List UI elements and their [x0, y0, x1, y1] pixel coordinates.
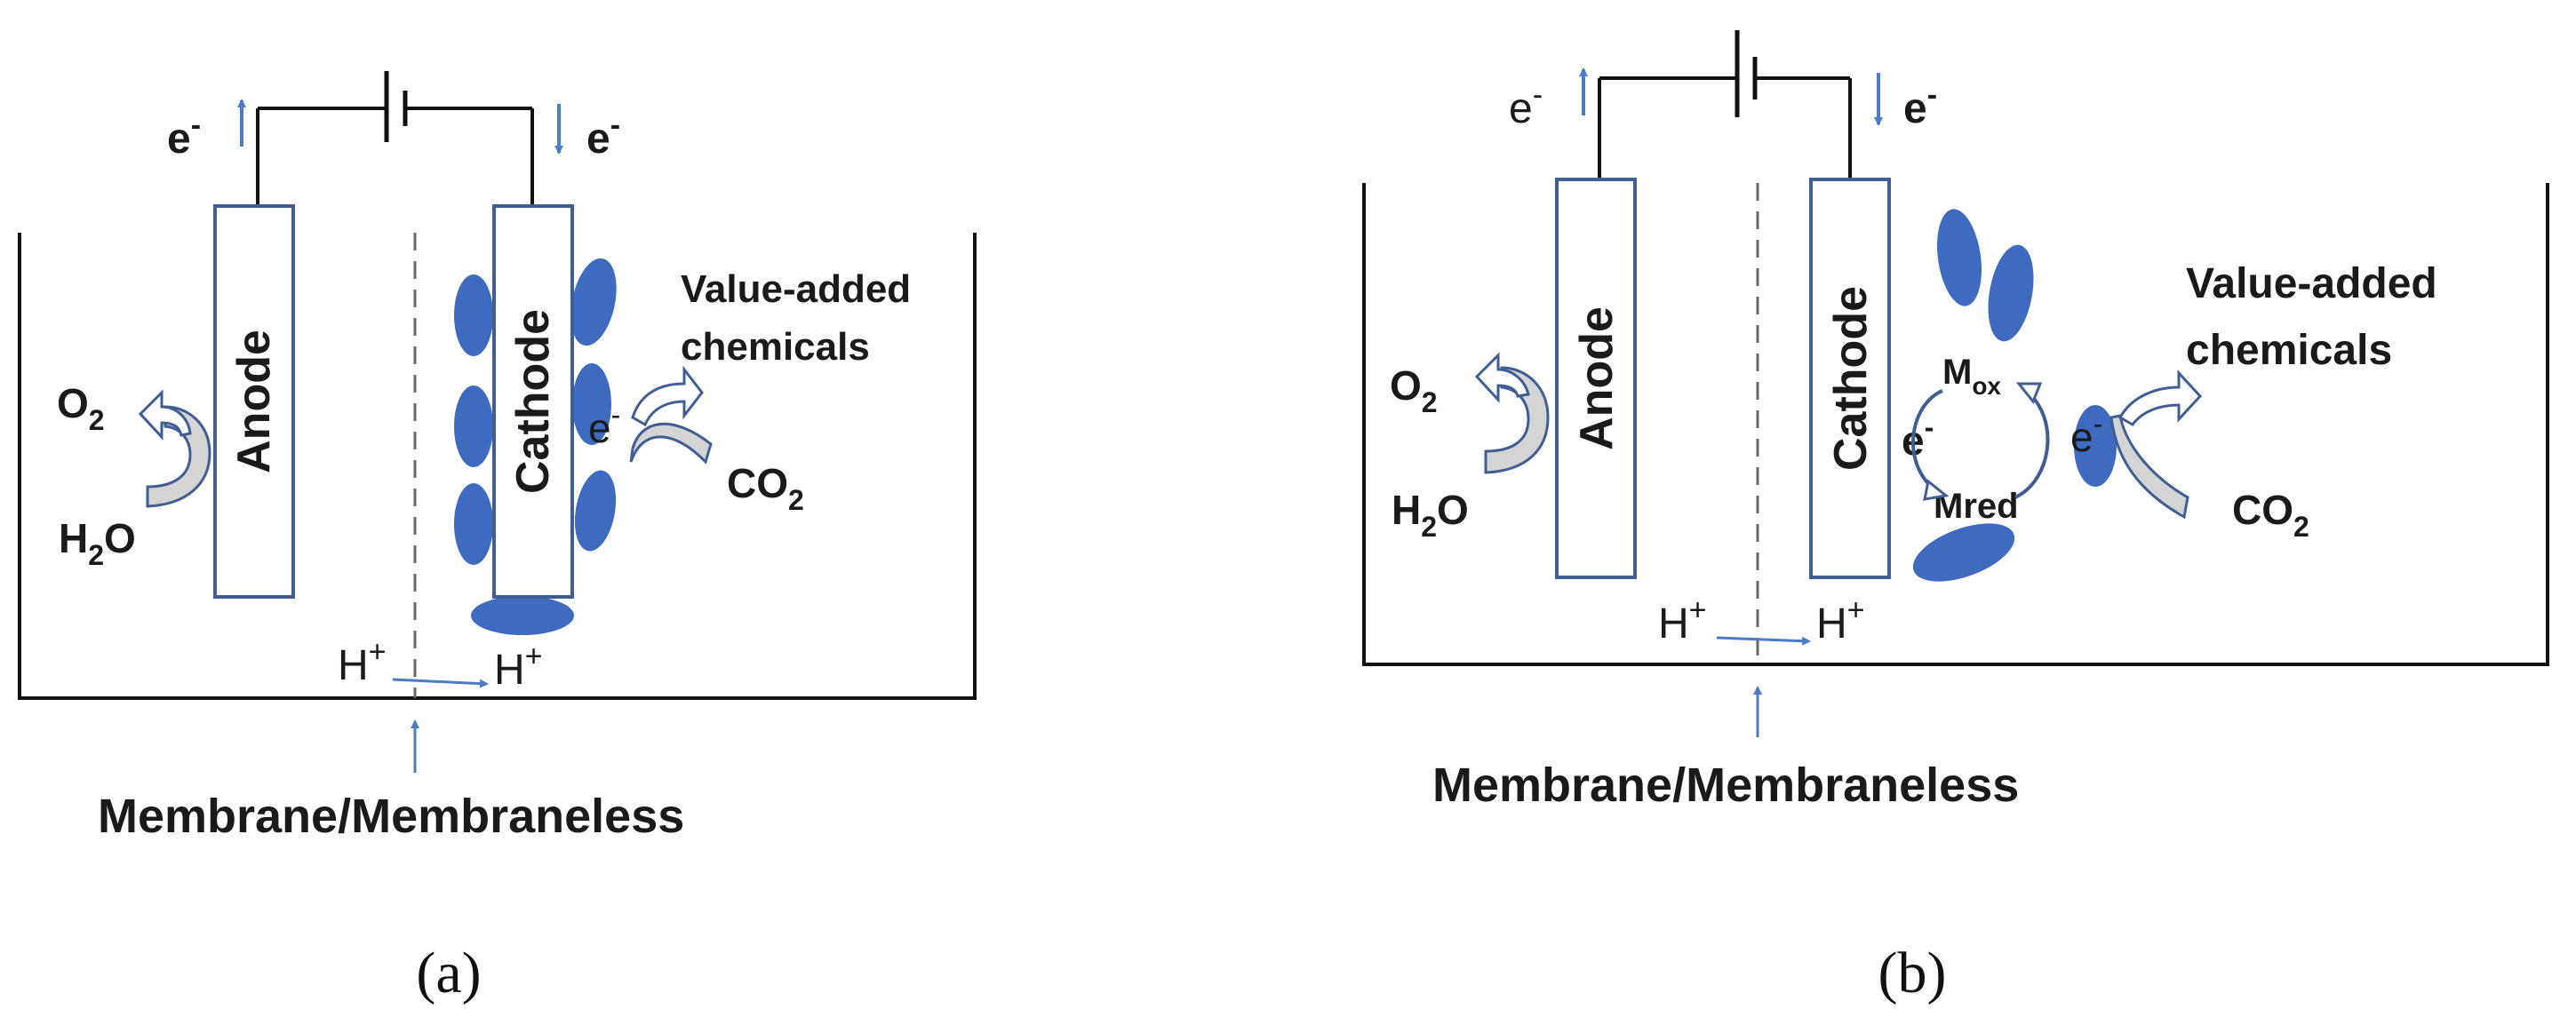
caption-b: (b) — [1878, 941, 1947, 1005]
h2o-label: H2O — [1392, 487, 1469, 543]
proton-label-right: H+ — [1816, 593, 1865, 648]
co2-reduction-arrow — [2109, 414, 2189, 520]
cell-electron-label: e- — [2070, 408, 2102, 460]
microbial-cells — [1912, 209, 2117, 582]
electrolyte-tank — [18, 233, 977, 700]
membrane-label: Membrane/Membraneless — [1432, 759, 2019, 812]
membrane-label: Membrane/Membraneless — [98, 790, 684, 843]
mediator-reduction-arrowhead — [1923, 479, 1950, 501]
microbial-cells — [454, 258, 617, 635]
co2-label: CO2 — [2232, 487, 2309, 543]
proton-transfer-arrow — [1716, 636, 1811, 646]
mediator-oxidation-arrow — [2014, 389, 2050, 499]
co2-reduction-arrowhead — [631, 365, 704, 427]
proton-label-left: H+ — [1658, 593, 1707, 648]
panel-a: e- e- Anode Cathode Value-added chemical… — [18, 71, 977, 1005]
anode-label: Anode — [1571, 306, 1623, 450]
external-circuit — [256, 107, 534, 206]
co2-reduction-arrowhead — [2117, 369, 2203, 426]
cathode-label: Cathode — [507, 309, 559, 494]
value-added-label: Value-added chemicals — [2186, 260, 2449, 374]
proton-label-right: H+ — [494, 640, 543, 694]
proton-label-left: H+ — [338, 635, 387, 689]
anode-electrode — [1555, 178, 1637, 579]
electron-label-right: e- — [1903, 78, 1937, 132]
m-ox-label: Mox — [1942, 353, 2001, 400]
co2-label: CO2 — [727, 460, 804, 516]
mediator-reduction-arrow — [1911, 389, 1943, 492]
water-oxidation-arrowhead — [138, 389, 192, 441]
cathode-electron-label: e- — [588, 399, 620, 451]
anode-electrode — [213, 204, 295, 599]
water-oxidation-arrow — [1484, 366, 1550, 474]
electron-label-left: e- — [1509, 78, 1543, 132]
mediator-oxidation-arrowhead — [2015, 382, 2043, 404]
external-circuit — [1598, 76, 1852, 179]
cathode-electrode — [492, 204, 574, 599]
o2-label: O2 — [1390, 362, 1438, 418]
proton-transfer-arrow — [392, 678, 489, 688]
m-red-label: Mred — [1934, 487, 2019, 526]
electron-label-right: e- — [586, 108, 620, 163]
water-oxidation-arrowhead — [1474, 352, 1530, 403]
electron-label-left: e- — [167, 108, 201, 163]
electrolyte-tank — [1362, 183, 2549, 666]
cathode-label: Cathode — [1825, 286, 1877, 471]
h2o-label: H2O — [59, 515, 136, 571]
value-added-label: Value-added chemicals — [681, 267, 921, 369]
co2-reduction-arrow — [629, 422, 713, 465]
panel-b: e- e- Anode Cathode Mox e- Mred e- Value… — [1362, 30, 2549, 1005]
o2-label: O2 — [57, 380, 105, 436]
caption-a: (a) — [416, 941, 481, 1005]
cathode-electrode — [1809, 178, 1891, 579]
anode-label: Anode — [228, 330, 280, 473]
